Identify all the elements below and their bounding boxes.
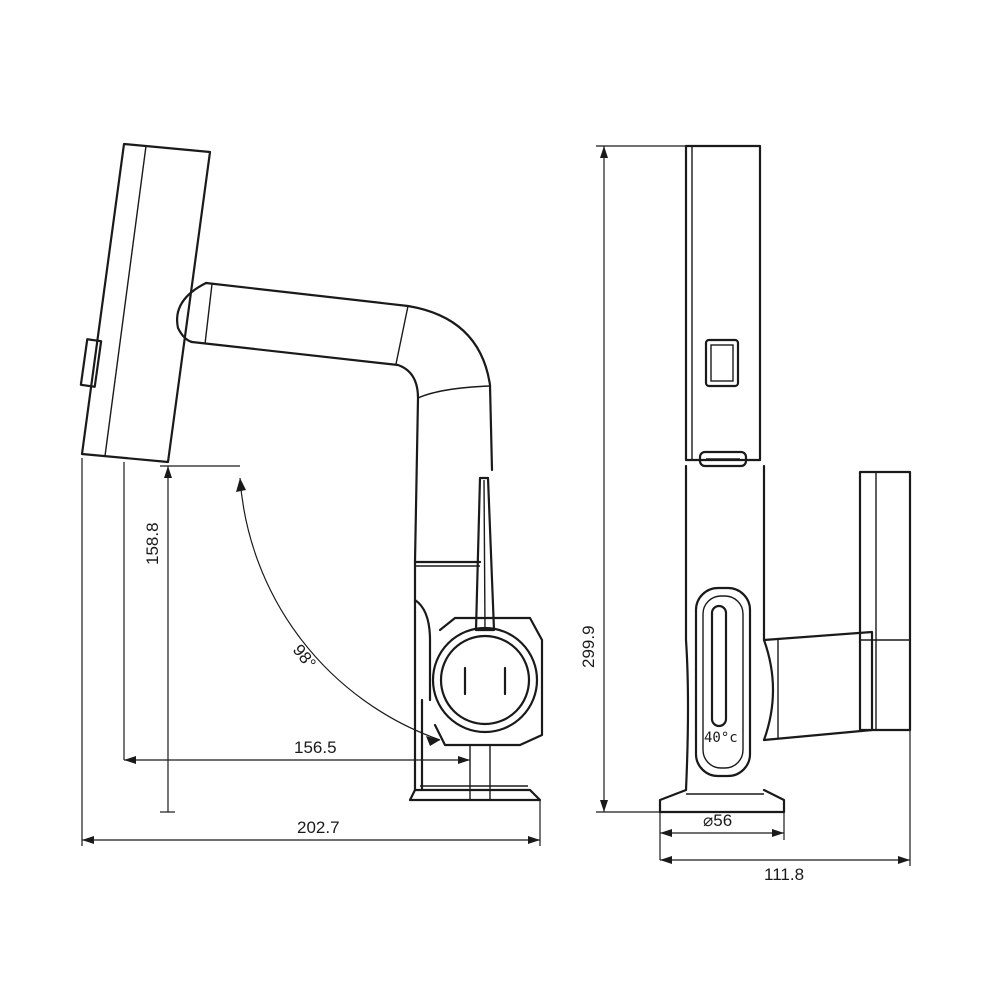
dimension-base-diameter [659,812,785,860]
spray-head [79,142,212,464]
front-lever-handle [762,470,912,742]
lever-handle [431,476,544,747]
front-body [684,464,775,792]
body-column [413,560,482,792]
dimension-rotation-angle [236,477,441,746]
label-overall-width: 111.8 [764,865,804,884]
spout-arm [176,281,494,564]
dimension-overall-width [660,730,911,866]
dimension-total-height [596,145,686,813]
label-rotation-angle: 98° [289,641,320,673]
dimension-reach-inner [123,462,470,764]
base [408,745,542,802]
label-total-height: 299.9 [579,625,598,668]
label-reach-overall: 202.7 [297,818,340,837]
front-base [658,788,786,814]
front-spray-head [684,144,762,468]
label-base-diameter: ⌀56 [703,811,732,830]
label-spout-height: 158.8 [143,522,162,565]
label-reach-inner: 156.5 [294,738,337,757]
front-view: 40°c 299.9 [579,144,912,884]
temperature-display: 40°c [704,730,738,746]
dimension-spout-height [160,465,240,813]
side-view: 158.8 98° 156.5 202.7 [79,142,544,846]
dimension-reach-overall [81,458,541,846]
